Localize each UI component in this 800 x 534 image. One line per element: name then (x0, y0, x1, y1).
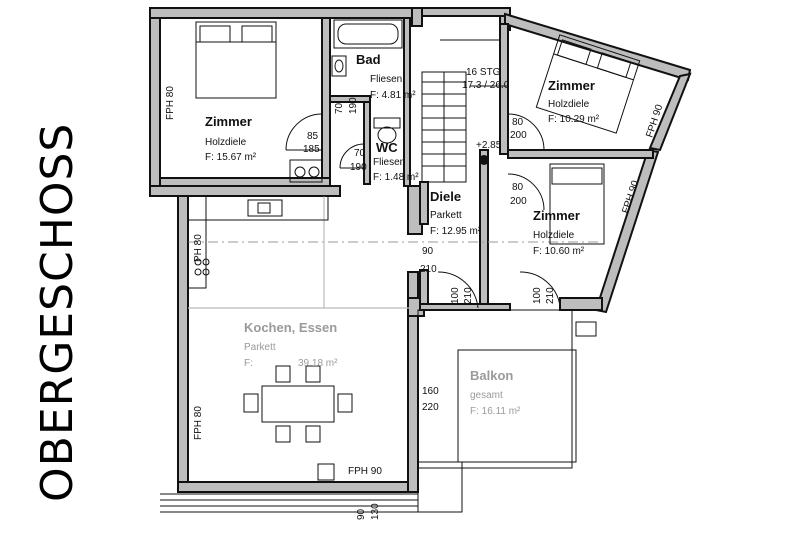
balcony-deck (417, 309, 577, 513)
toilet-wc (373, 117, 401, 144)
room-zimmer-nw-floor: Holzdiele (205, 137, 247, 148)
axis-lines (188, 196, 600, 309)
dim-210-diele: 210 (463, 287, 474, 304)
room-bad-name: Bad (356, 52, 381, 67)
plan-title: OBERGESCHOSS (32, 123, 83, 502)
room-zimmer-e-area: F: 10.60 m² (533, 246, 585, 257)
kitchen-counter (187, 195, 329, 289)
window-fph-south: FPH 90 (348, 466, 382, 477)
bed-e (549, 163, 605, 245)
room-diele-area: F: 12.95 m² (430, 226, 482, 237)
bathtub (333, 19, 403, 49)
dim-185: 185 (303, 144, 320, 155)
dim-200-e: 200 (510, 196, 527, 207)
exterior-steps (160, 493, 418, 513)
room-balkon-floor: gesamt (470, 390, 503, 401)
room-zimmer-ne-floor: Holzdiele (548, 99, 590, 110)
dim-210: 210 (420, 264, 437, 275)
room-bad-area: F: 4.81 m² (370, 90, 416, 101)
room-zimmer-nw-name: Zimmer (205, 114, 252, 129)
dim-200-ne: 200 (510, 130, 527, 141)
dim-70-wc: 70 (354, 148, 366, 159)
room-diele-floor: Parkett (430, 210, 462, 221)
stairs-level: +2.85 (476, 140, 502, 151)
bed-nw (195, 21, 277, 99)
room-wc-name: WC (376, 140, 398, 155)
heater (575, 321, 597, 337)
bed-ne (535, 34, 641, 134)
room-bad-floor: Fliesen (370, 74, 402, 85)
dining-table (243, 365, 353, 443)
room-zimmer-ne-name: Zimmer (548, 78, 595, 93)
room-balkon-area: F: 16.11 m² (470, 406, 521, 417)
room-zimmer-e-name: Zimmer (533, 208, 580, 223)
dim-190-wc: 190 (350, 162, 367, 173)
chimney (317, 463, 335, 481)
dim-90-steps: 90 (356, 508, 367, 520)
room-diele-name: Diele (430, 189, 461, 204)
dim-190-bad: 190 (348, 97, 359, 114)
room-zimmer-ne-area: F: 10.29 m² (548, 114, 600, 125)
outer-walls (149, 7, 692, 493)
dim-130-steps: 130 (370, 503, 381, 520)
dim-100-balkon: 100 (532, 287, 543, 304)
staircase (421, 39, 508, 183)
sink-bad (331, 55, 347, 77)
stove (289, 159, 323, 183)
dim-85: 85 (307, 131, 319, 142)
room-kochen-area: 39.18 m² (298, 358, 338, 369)
room-balkon-name: Balkon (470, 368, 513, 383)
dim-210-balkon: 210 (545, 287, 556, 304)
dim-100-diele: 100 (450, 287, 461, 304)
room-wc-floor: Fliesen (373, 157, 405, 168)
inner-walls (159, 17, 654, 311)
room-kochen-name: Kochen, Essen (244, 320, 337, 335)
room-wc-area: F: 1.48 m² (373, 172, 419, 183)
room-zimmer-nw-area: F: 15.67 m² (205, 152, 257, 163)
window-fph-kitchen: FPH 80 (193, 406, 204, 440)
dim-90: 90 (422, 246, 434, 257)
room-kochen-area-prefix: F: (244, 358, 253, 369)
stairs-ratio: 17.3 / 26.0 (462, 80, 510, 91)
door-swings (285, 113, 561, 309)
dim-70-bad: 70 (334, 102, 345, 114)
dim-80-e: 80 (512, 182, 524, 193)
dim-160: 160 (422, 386, 439, 397)
dim-80-ne: 80 (512, 117, 524, 128)
stairs-count: 16 STG (466, 67, 501, 78)
window-ph-kitchen: PH 80 (193, 234, 204, 262)
window-fph-nw: FPH 80 (165, 86, 176, 120)
dim-220: 220 (422, 402, 439, 413)
room-zimmer-e-floor: Holzdiele (533, 230, 575, 241)
room-kochen-floor: Parkett (244, 342, 276, 353)
